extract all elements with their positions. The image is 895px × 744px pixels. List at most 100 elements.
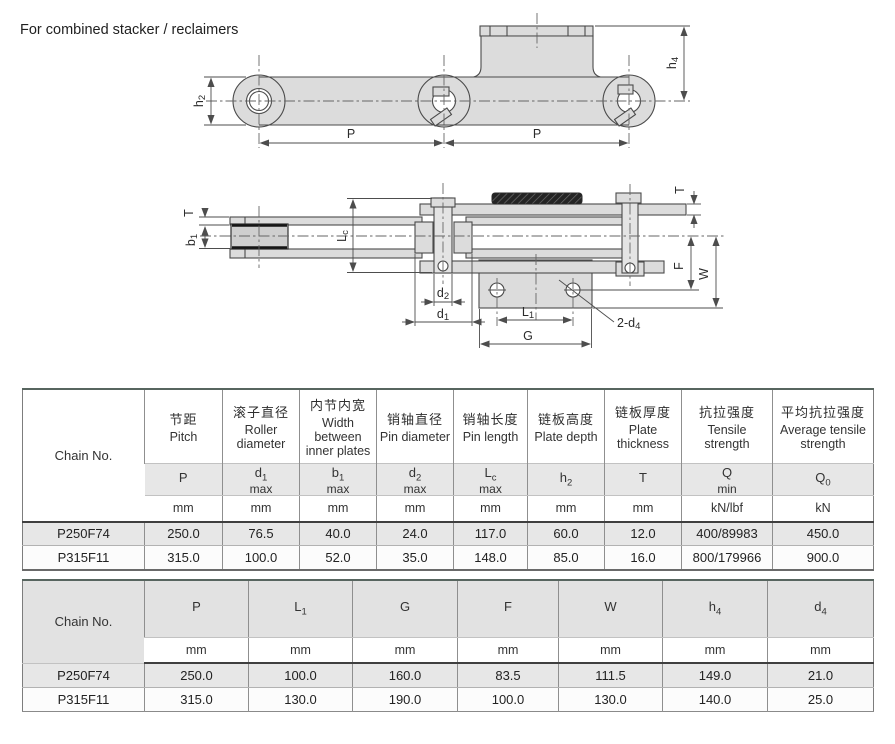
roller: [230, 223, 289, 250]
t2-cell: 83.5: [457, 663, 559, 688]
t1-cell: 76.5: [222, 521, 300, 547]
t2-symbol: F: [457, 580, 559, 638]
t1-symbol: h2: [527, 462, 605, 497]
t1-unit: mm: [299, 495, 377, 523]
t1-cell: 24.0: [376, 521, 454, 547]
table-row: P250F74 250.0 76.5 40.0 24.0 117.0 60.0 …: [22, 521, 874, 547]
t2-cell: 160.0: [352, 663, 458, 688]
t1-cell: 400/89983: [681, 521, 773, 547]
right-pin-cap: [615, 192, 642, 204]
t1-chain-no-header: Chain No.: [22, 389, 145, 523]
t1-unit: mm: [604, 495, 682, 523]
dim-label-g: G: [523, 329, 533, 343]
t1-cell: 52.0: [299, 545, 377, 570]
t2-unit: mm: [558, 637, 663, 664]
t2-cell: 190.0: [352, 687, 458, 711]
t2-symbol: W: [558, 580, 663, 638]
attachment-top-bar: [479, 25, 594, 37]
t2-cell: 100.0: [457, 687, 559, 711]
t1-cell: 85.0: [527, 545, 605, 570]
dim-label-t-right: T: [673, 186, 687, 194]
t1-cell: 40.0: [299, 521, 377, 547]
dim-label-w: W: [697, 268, 711, 280]
t1-unit: mm: [144, 495, 223, 523]
t2-cell: 100.0: [248, 663, 353, 688]
outer-plate-bottom: [419, 260, 665, 274]
t1-cell: 100.0: [222, 545, 300, 570]
middle-bush-left: [414, 221, 434, 254]
dim-label-h2: h2: [192, 95, 208, 107]
t2-symbol: h4: [662, 580, 768, 638]
t2-cell: 250.0: [144, 663, 249, 688]
t1-cell: 60.0: [527, 521, 605, 547]
t1-symbol: T: [604, 462, 682, 497]
t2-unit: mm: [662, 637, 768, 664]
dim-label-p-right: P: [533, 127, 541, 141]
t2-symbol: P: [144, 580, 249, 638]
dim-label-b1: b1: [184, 234, 200, 246]
t1-cell: 12.0: [604, 521, 682, 547]
t1-cell: 315.0: [144, 545, 223, 570]
outer-plate-top: [419, 203, 687, 216]
dim-label-l1: L1: [522, 305, 534, 321]
t2-symbol: d4: [767, 580, 874, 638]
t1-cell: 35.0: [376, 545, 454, 570]
t1-unit: kN: [772, 495, 874, 523]
side-view-drawing: T b1 Lc d2 d1 L1: [182, 183, 726, 348]
middle-cotter-head: [432, 86, 450, 97]
t1-unit: mm: [453, 495, 528, 523]
page-title: For combined stacker / reclaimers: [20, 22, 239, 38]
t2-cell: 315.0: [144, 687, 249, 711]
t2-cell: 130.0: [248, 687, 353, 711]
t1-unit: mm: [222, 495, 300, 523]
t1-cell: 117.0: [453, 521, 528, 547]
t1-symbol: Q0: [772, 462, 874, 497]
dim-label-2-d4: 2-d4: [617, 316, 640, 332]
t1-chain-no: P250F74: [22, 521, 145, 547]
dim-label-h4: h4: [665, 57, 681, 69]
dim-label-d1: d1: [437, 307, 449, 323]
right-cotter-head: [617, 84, 634, 95]
t2-unit: mm: [352, 637, 458, 664]
table-row: P315F11 315.0 130.0 190.0 100.0 130.0 14…: [22, 687, 874, 711]
t1-cell: 800/179966: [681, 545, 773, 570]
t2-cell: 111.5: [558, 663, 663, 688]
t1-unit: mm: [527, 495, 605, 523]
t2-cell: 21.0: [767, 663, 874, 688]
dim-label-f: F: [672, 262, 686, 270]
t2-chain-no-header: Chain No.: [22, 580, 145, 664]
t1-chain-no: P315F11: [22, 545, 145, 570]
dim-label-t-left: T: [182, 209, 196, 217]
spec-table-attachment: Chain No. P L1 G F W h4 d4 mm mm mm mm m…: [22, 579, 874, 712]
chain-technical-drawing: h2 h4 P P: [182, 13, 726, 348]
t2-unit: mm: [767, 637, 874, 664]
t2-chain-no: P250F74: [22, 663, 145, 688]
t1-cell: 450.0: [772, 521, 874, 547]
t2-unit: mm: [144, 637, 249, 664]
dim-label-d2: d2: [437, 286, 449, 302]
t2-cell: 130.0: [558, 687, 663, 711]
t2-chain-no: P315F11: [22, 687, 145, 711]
right-cotter-pin: [613, 107, 637, 127]
t1-cell: 900.0: [772, 545, 874, 570]
t2-unit: mm: [457, 637, 559, 664]
t2-symbol: G: [352, 580, 458, 638]
t1-unit: mm: [376, 495, 454, 523]
dim-label-p-left: P: [347, 127, 355, 141]
dim-label-lc: Lc: [335, 230, 351, 242]
t1-symbol: P: [144, 462, 223, 497]
middle-bush-right: [453, 221, 473, 254]
t1-unit: kN/lbf: [681, 495, 773, 523]
